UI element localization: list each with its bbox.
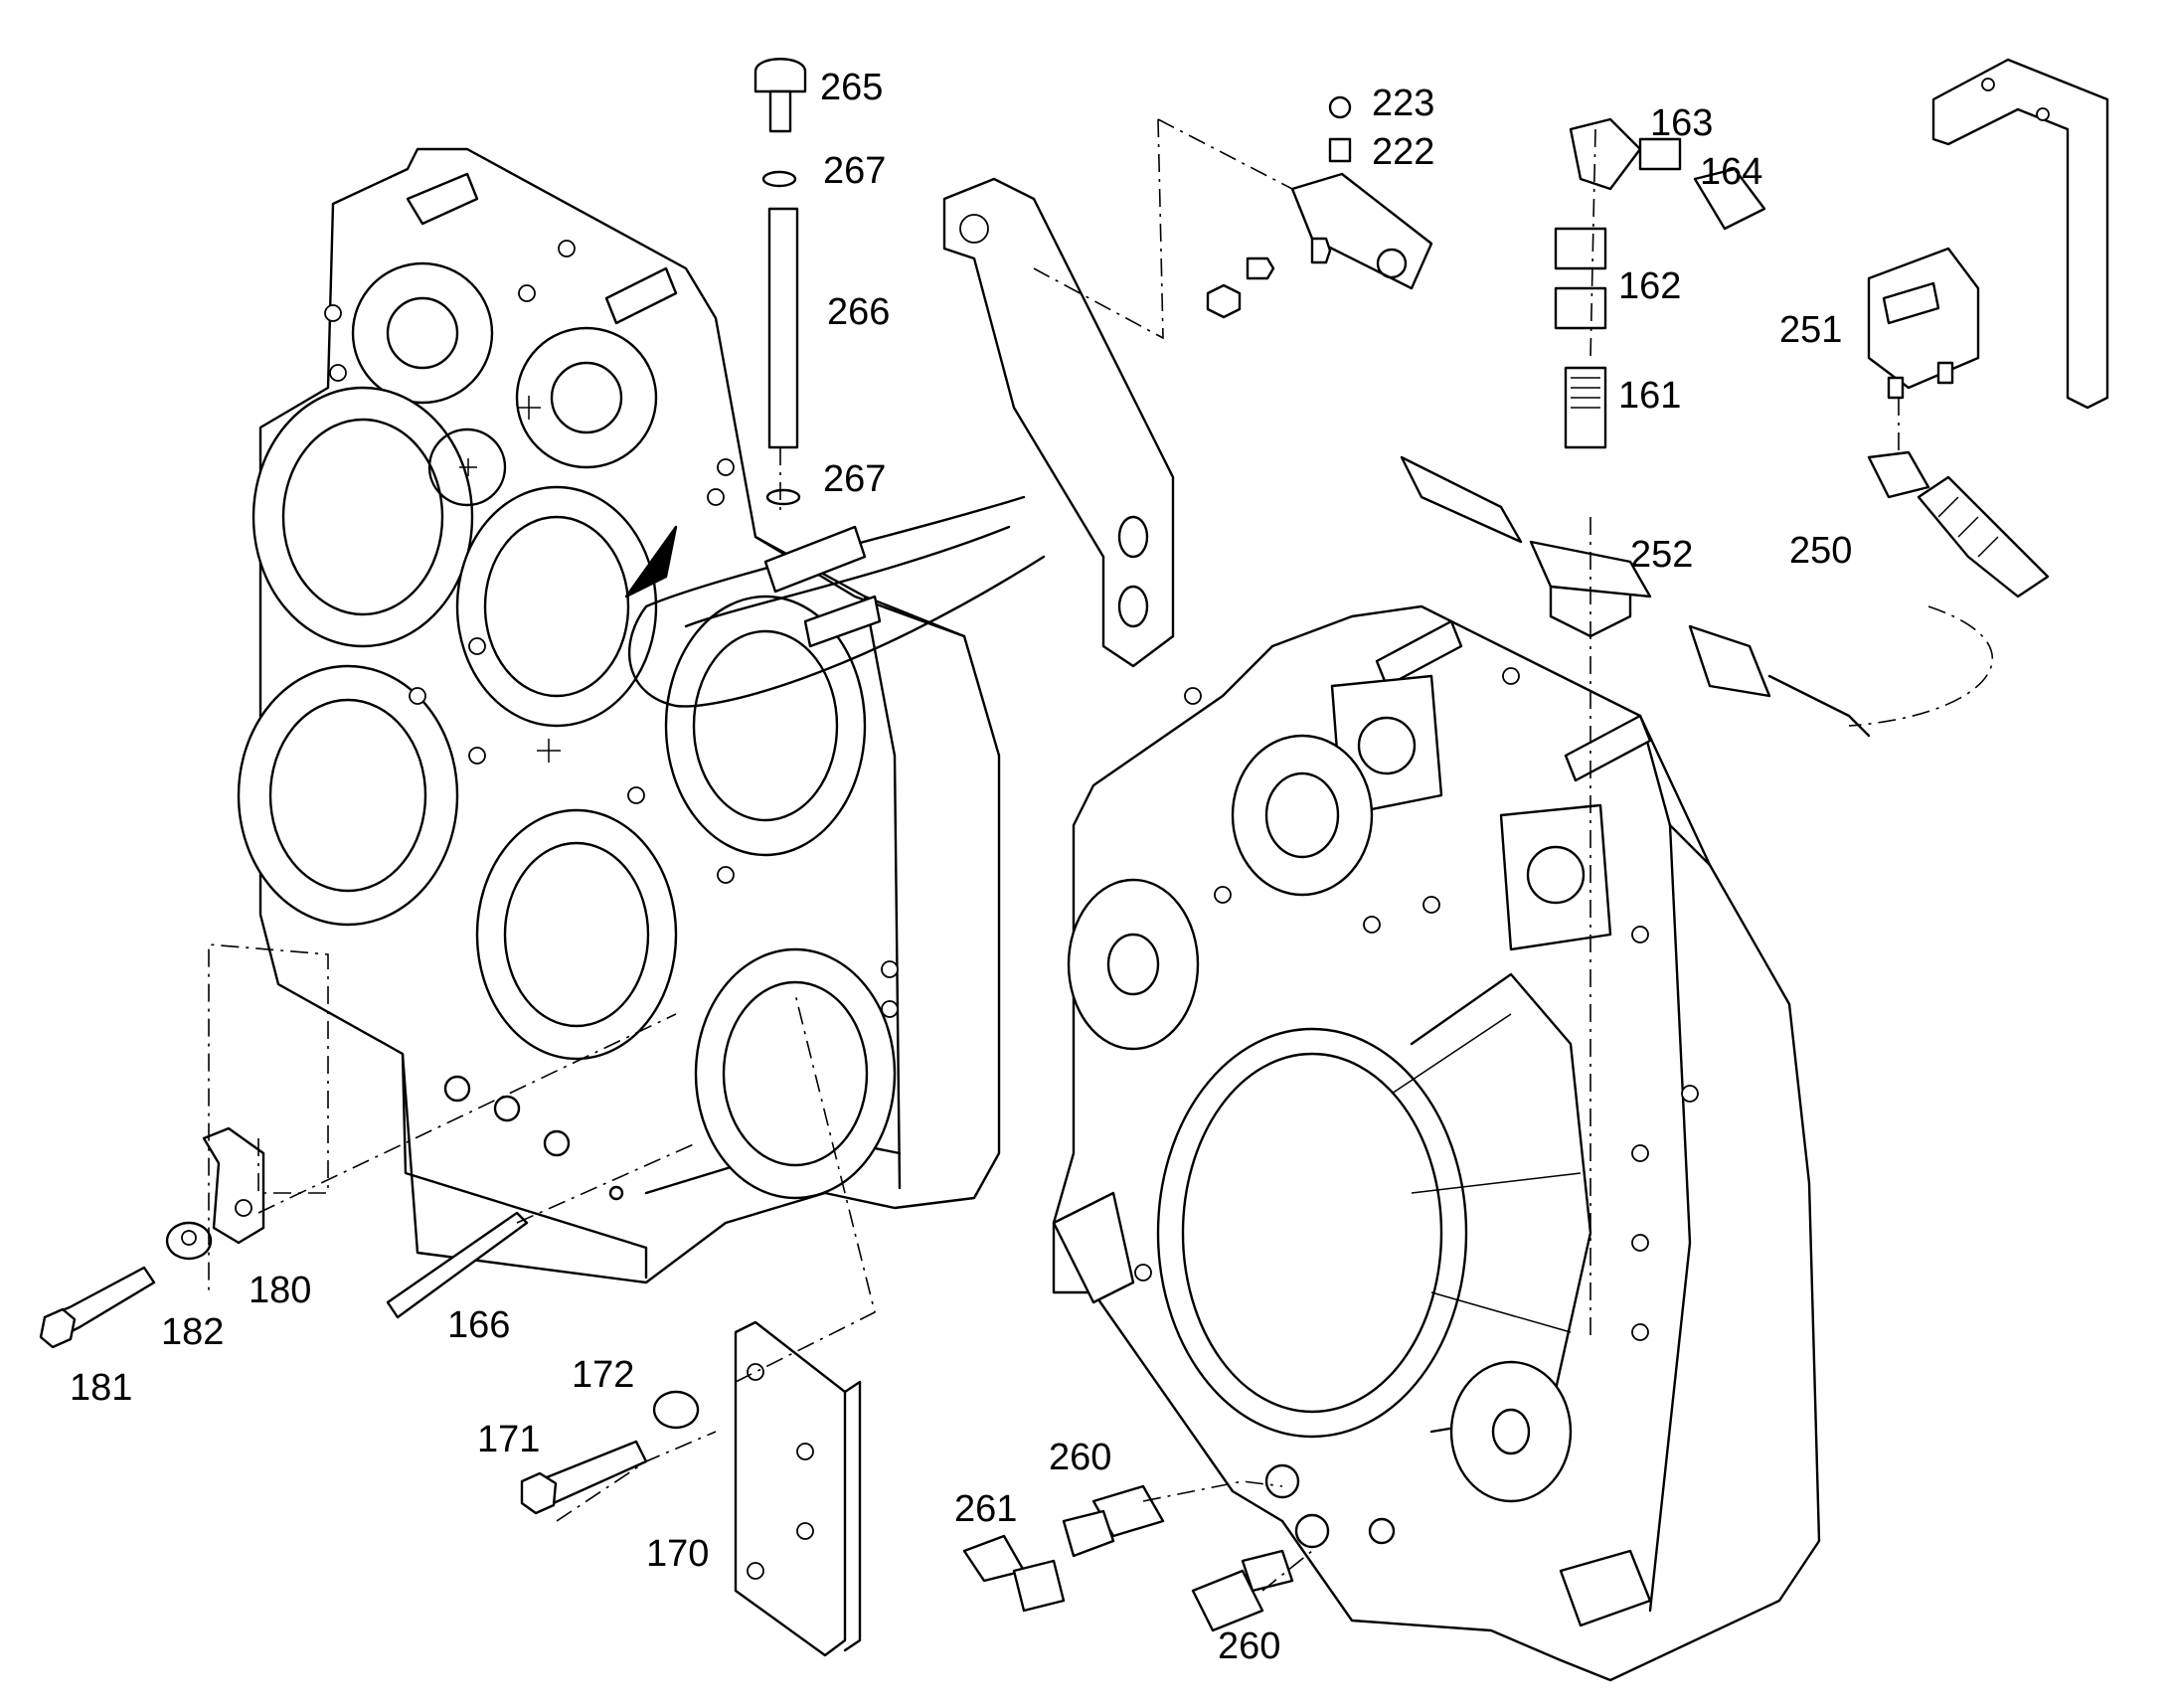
- callout-166: 166: [447, 1304, 510, 1346]
- callout-266: 266: [827, 291, 890, 333]
- callout-171: 171: [477, 1419, 540, 1460]
- callout-250: 250: [1789, 530, 1852, 572]
- port-covers: [237, 261, 897, 1200]
- callout-265: 265: [820, 67, 883, 108]
- sensor-bracket: [1867, 58, 2109, 598]
- callout-260-upper: 260: [1049, 1437, 1111, 1478]
- callout-260-lower: 260: [1218, 1625, 1280, 1667]
- left-housing: [237, 147, 1046, 1284]
- callout-164: 164: [1700, 151, 1762, 193]
- callout-181: 181: [70, 1367, 132, 1409]
- callout-172: 172: [572, 1354, 634, 1396]
- assembly-leader-lines: [208, 118, 1994, 1592]
- callout-251: 251: [1779, 309, 1842, 351]
- bolt-holes: [324, 240, 899, 1018]
- callout-222: 222: [1372, 131, 1434, 173]
- callout-163: 163: [1650, 102, 1713, 144]
- plug-and-tube: [753, 58, 807, 506]
- callout-267-lower: 267: [823, 458, 886, 500]
- mounting-plate: [520, 1320, 862, 1657]
- callout-180: 180: [249, 1270, 311, 1311]
- callout-261: 261: [954, 1488, 1017, 1530]
- mounting-bracket: [942, 177, 1175, 668]
- callout-161: 161: [1618, 375, 1681, 417]
- bottom-fittings: [962, 1484, 1294, 1632]
- rear-bolt-holes: [1134, 667, 1699, 1341]
- callout-267-upper: 267: [823, 150, 886, 192]
- callout-223: 223: [1372, 83, 1434, 124]
- callout-252: 252: [1630, 534, 1693, 576]
- callout-182: 182: [161, 1311, 224, 1353]
- callout-170: 170: [646, 1533, 709, 1575]
- main-flange: [1156, 972, 1592, 1503]
- lower-left-hardware: [39, 1126, 529, 1349]
- callout-162: 162: [1618, 265, 1681, 307]
- right-housing: [1052, 604, 1821, 1682]
- valve-block: [1206, 95, 1433, 319]
- callout-labels: 265 267 266 267 223 222 163 164 162 161 …: [70, 67, 1852, 1667]
